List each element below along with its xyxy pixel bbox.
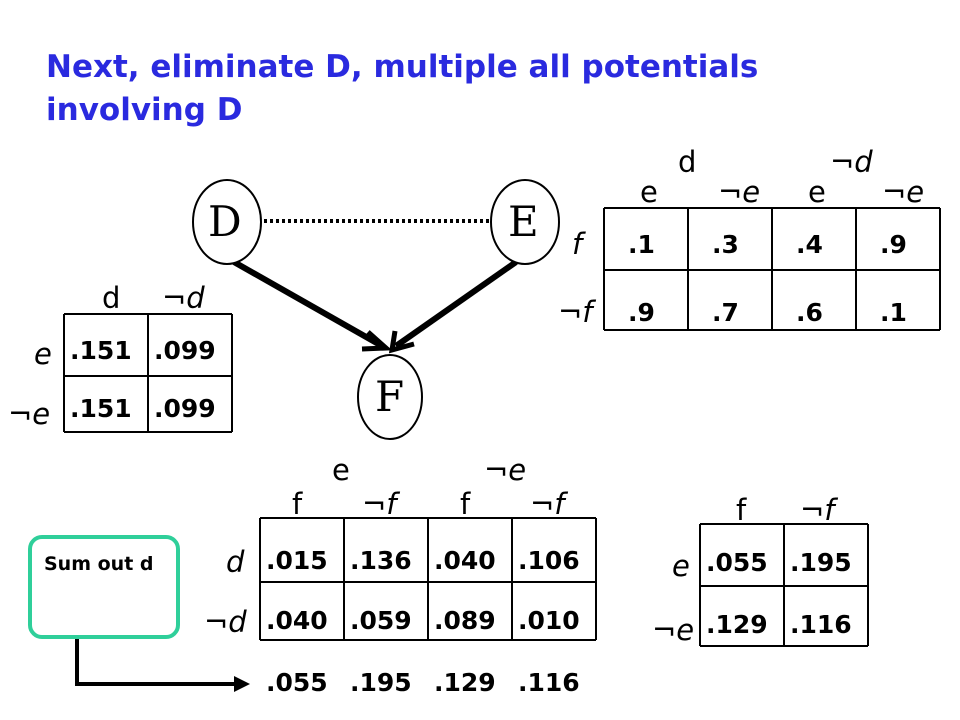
sum-arrow-line: [75, 639, 238, 686]
result-cell: .129: [706, 610, 768, 639]
prod-sum: .055: [266, 668, 328, 697]
prod-row-not-d: ¬d: [204, 605, 247, 639]
pde-row-f: f: [572, 227, 583, 261]
node-e-label: E: [508, 197, 539, 246]
sum-out-box: [28, 535, 180, 639]
result-cell: .055: [706, 548, 768, 577]
node-f-label: F: [375, 372, 405, 421]
prod-cell: .010: [518, 606, 580, 635]
table-product-grid: [259, 517, 597, 641]
table-p-f-de-grid: [603, 207, 941, 331]
prod-sum: .116: [518, 668, 580, 697]
prod-cell: .040: [266, 606, 328, 635]
result-header-f: f: [736, 493, 747, 527]
prod-header-f2: f: [460, 487, 471, 521]
sum-arrow-head: [234, 676, 250, 692]
pde-header-not-e2: ¬e: [882, 175, 925, 209]
ped-cell: .099: [154, 336, 216, 365]
pde-cell: .9: [628, 298, 655, 327]
pde-cell: .9: [880, 230, 907, 259]
result-row-e: e: [672, 549, 690, 583]
pde-header-e1: e: [640, 175, 658, 209]
prod-cell: .040: [434, 546, 496, 575]
arrowhead-e-f: [388, 330, 415, 354]
pde-cell: .1: [628, 230, 655, 259]
pde-cell: .1: [880, 298, 907, 327]
arrowhead-d-f: [361, 330, 393, 352]
node-d-label: D: [208, 197, 242, 246]
table-p-ed-grid: [63, 313, 233, 433]
prod-header-not-f2: ¬f: [530, 487, 565, 521]
pde-header-e2: e: [808, 175, 826, 209]
result-row-not-e: ¬e: [652, 613, 695, 647]
ped-header-d: d: [102, 281, 121, 315]
prod-header-not-f1: ¬f: [362, 487, 397, 521]
prod-cell: .015: [266, 546, 328, 575]
table-result-grid: [699, 523, 869, 647]
prod-row-d: d: [226, 545, 245, 579]
edge-d-f: [232, 259, 384, 349]
result-header-not-f: ¬f: [800, 493, 835, 527]
ped-row-e: e: [34, 337, 52, 371]
prod-header-e: e: [332, 453, 350, 487]
prod-cell: .089: [434, 606, 496, 635]
ped-cell: .099: [154, 394, 216, 423]
prod-sum: .195: [350, 668, 412, 697]
pde-row-not-f: ¬f: [558, 295, 593, 329]
pde-cell: .4: [796, 230, 823, 259]
node-e-circle: [490, 179, 560, 265]
ped-row-not-e: ¬e: [8, 397, 51, 431]
prod-header-not-e: ¬e: [484, 453, 527, 487]
pde-header-d: d: [678, 145, 697, 179]
result-cell: .116: [790, 610, 852, 639]
node-f-circle: [357, 354, 423, 440]
pde-cell: .7: [712, 298, 739, 327]
prod-cell: .106: [518, 546, 580, 575]
pde-header-not-e1: ¬e: [718, 175, 761, 209]
pde-header-not-d: ¬d: [830, 145, 873, 179]
sum-out-label: Sum out d: [44, 553, 154, 575]
ped-cell: .151: [70, 336, 132, 365]
ped-header-not-d: ¬d: [162, 281, 205, 315]
pde-cell: .6: [796, 298, 823, 327]
prod-cell: .059: [350, 606, 412, 635]
prod-header-f1: f: [292, 487, 303, 521]
node-d-circle: [192, 179, 262, 265]
result-cell: .195: [790, 548, 852, 577]
edge-e-f: [394, 259, 518, 349]
ped-cell: .151: [70, 394, 132, 423]
prod-cell: .136: [350, 546, 412, 575]
pde-cell: .3: [712, 230, 739, 259]
slide-title: Next, eliminate D, multiple all potentia…: [46, 49, 759, 128]
prod-sum: .129: [434, 668, 496, 697]
